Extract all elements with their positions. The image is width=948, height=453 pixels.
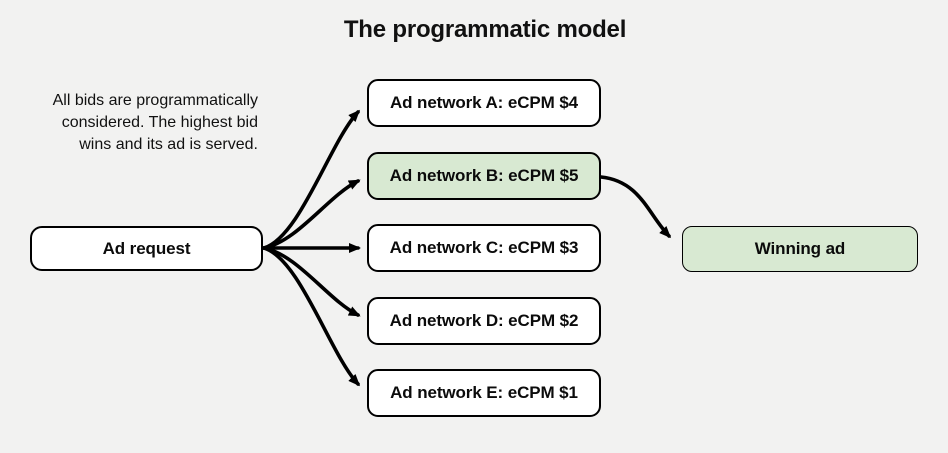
arrow-network-b-to-winning <box>599 175 672 239</box>
node-ad-request: Ad request <box>30 226 263 271</box>
arrow-request-to-network-a <box>262 109 361 250</box>
node-ad-network-c-label: Ad network C: eCPM $3 <box>389 238 579 257</box>
arrow-request-to-network-b <box>262 179 361 250</box>
description-line: wins and its ad is served. <box>79 136 258 153</box>
node-winning-ad: Winning ad <box>682 226 918 272</box>
arrow-request-to-network-d <box>262 246 361 317</box>
node-ad-network-d-label: Ad network D: eCPM $2 <box>389 311 579 330</box>
node-ad-network-e: Ad network E: eCPM $1 <box>367 369 601 417</box>
node-ad-network-e-label: Ad network E: eCPM $1 <box>390 383 578 402</box>
node-winning-ad-label: Winning ad <box>754 239 846 258</box>
node-ad-network-b-label: Ad network B: eCPM $5 <box>389 166 579 185</box>
description-text: All bids are programmatically considered… <box>8 90 258 156</box>
node-ad-network-a: Ad network A: eCPM $4 <box>367 79 601 127</box>
arrow-request-to-network-e <box>262 246 361 387</box>
description-line: considered. The highest bid <box>61 114 258 131</box>
node-ad-network-d: Ad network D: eCPM $2 <box>367 297 601 345</box>
node-ad-network-b: Ad network B: eCPM $5 <box>367 152 601 200</box>
node-ad-network-a-label: Ad network A: eCPM $4 <box>389 93 579 112</box>
diagram-title: The programmatic model <box>343 16 627 43</box>
node-ad-request-label: Ad request <box>102 238 191 258</box>
node-ad-network-c: Ad network C: eCPM $3 <box>367 224 601 272</box>
description-line: All bids are programmatically <box>52 92 258 109</box>
